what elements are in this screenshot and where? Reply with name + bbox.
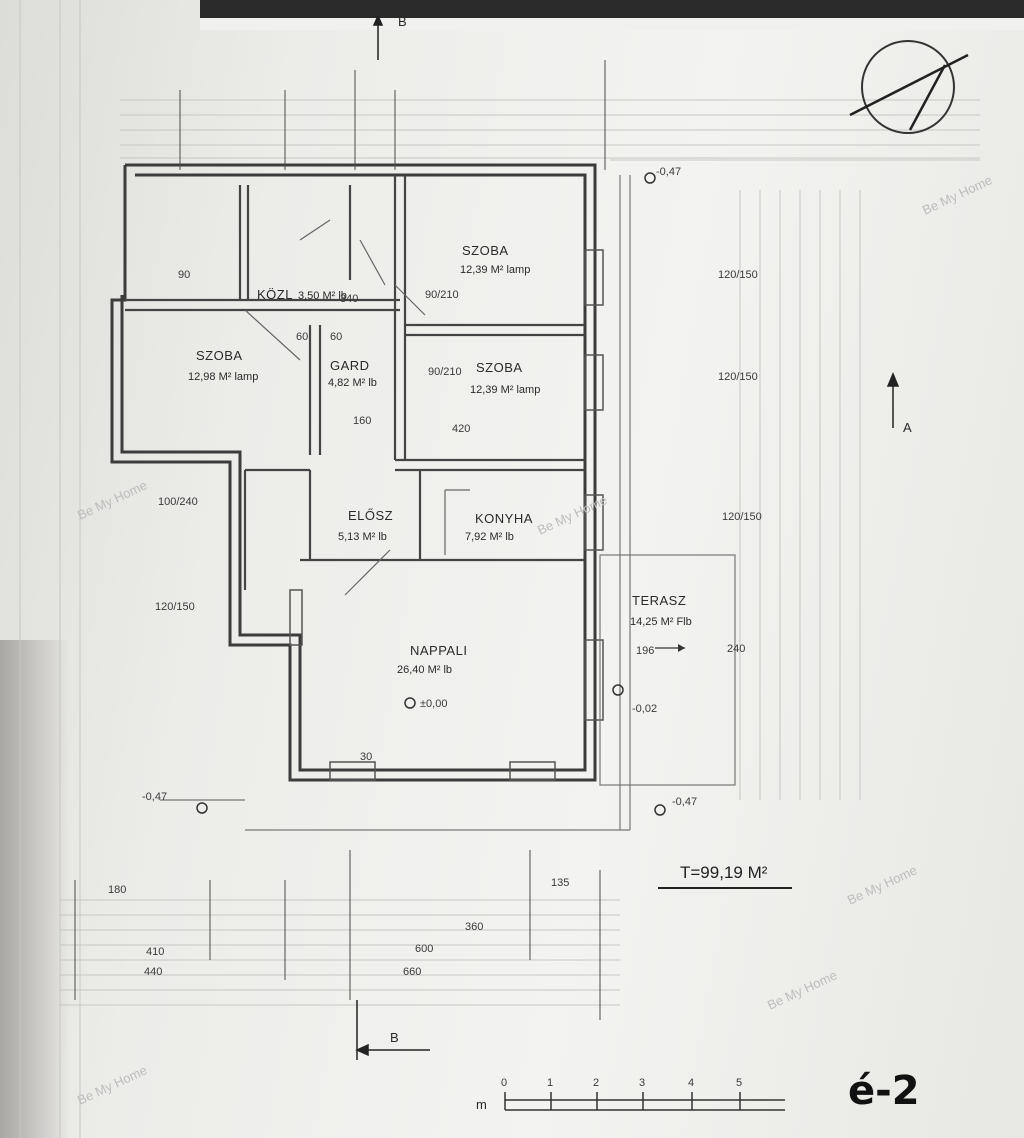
dim-label: 360 — [465, 921, 483, 933]
watermark-text: Be My Home — [920, 172, 994, 217]
room-area: 14,25 M² Flb — [630, 616, 692, 628]
dim-label: 30 — [360, 751, 372, 763]
scale-bar: m 0 1 2 3 4 5 — [476, 1077, 785, 1112]
windows — [289, 249, 604, 781]
section-arrow-icons — [355, 14, 900, 1060]
room-name: KONYHA — [475, 511, 533, 526]
room-name: ELŐSZ — [348, 508, 393, 523]
dimension-labels: 420 60 60 160 180 30 90 340 360 600 660 … — [108, 269, 745, 978]
dim-label: 440 — [144, 966, 162, 978]
dim-label: 420 — [452, 423, 470, 435]
dim-label: 660 — [403, 966, 421, 978]
dim-label: 180 — [108, 884, 126, 896]
scale-tick: 2 — [593, 1077, 599, 1089]
room-name: KÖZL — [257, 287, 293, 302]
dim-label: 340 — [340, 293, 358, 305]
dim-label: 60 — [296, 331, 308, 343]
watermark-text: Be My Home — [535, 492, 609, 537]
room-area: 7,92 M² lb — [465, 531, 514, 543]
scale-tick: 1 — [547, 1077, 553, 1089]
section-a-label: A — [903, 420, 912, 435]
dim-label: 240 — [727, 643, 745, 655]
door-swings — [244, 219, 470, 596]
room-name: SZOBA — [476, 360, 523, 375]
window-dim: 90/210 — [425, 289, 459, 301]
dim-label: 410 — [146, 946, 164, 958]
total-area: T=99,19 M² — [680, 863, 768, 882]
dim-label: 600 — [415, 943, 433, 955]
watermark-text: Be My Home — [75, 1062, 149, 1107]
section-b-label: B — [390, 1030, 399, 1045]
window-dimension-labels: 90/210 90/210 120/150 120/150 120/150 10… — [155, 269, 762, 613]
scale-tick: 3 — [639, 1077, 645, 1089]
scale-unit: m — [476, 1097, 487, 1112]
room-area: 12,98 M² lamp — [188, 371, 258, 383]
room-labels: SZOBA 12,39 M² lamp SZOBA 12,39 M² lamp … — [188, 243, 692, 676]
dim-label: 160 — [353, 415, 371, 427]
outer-walls — [110, 163, 597, 782]
room-name: SZOBA — [462, 243, 509, 258]
window-dim: 120/150 — [722, 511, 762, 523]
watermark-text: Be My Home — [75, 477, 149, 522]
sheet-id: é-2 — [848, 1068, 920, 1114]
north-arrow-icon — [849, 40, 969, 134]
room-area: 3,50 M² lb — [298, 290, 347, 302]
section-labels: A B B — [390, 14, 912, 1045]
dimension-lines — [74, 60, 606, 1020]
dim-label: 196 — [636, 645, 654, 657]
window-dim: 120/150 — [155, 601, 195, 613]
shadow-overlay — [0, 640, 70, 1138]
room-area: 12,39 M² lamp — [470, 384, 540, 396]
section-b-label: B — [398, 14, 407, 29]
slope-arrow-icon — [655, 644, 685, 652]
level-outside: -0,47 — [672, 796, 697, 808]
top-edge-paper — [200, 18, 1024, 30]
paper-guidelines — [19, 0, 980, 1138]
dim-label: 90 — [178, 269, 190, 281]
window-dim: 120/150 — [718, 371, 758, 383]
terrace-outline — [160, 175, 736, 831]
room-area: 5,13 M² lb — [338, 531, 387, 543]
level-floor: ±0,00 — [420, 698, 447, 710]
window-dim: 90/210 — [428, 366, 462, 378]
dim-label: 60 — [330, 331, 342, 343]
room-area: 12,39 M² lamp — [460, 264, 530, 276]
level-outside: -0,47 — [656, 166, 681, 178]
interior-walls — [125, 175, 585, 590]
dim-label: 135 — [551, 877, 569, 889]
room-area: 4,82 M² lb — [328, 377, 377, 389]
level-marker-icons — [196, 172, 666, 816]
watermark-text: Be My Home — [845, 862, 919, 907]
window-dim: 120/150 — [718, 269, 758, 281]
level-terrace: -0,02 — [632, 703, 657, 715]
room-name: SZOBA — [196, 348, 243, 363]
watermark-text: Be My Home — [765, 967, 839, 1012]
room-name: GARD — [330, 358, 370, 373]
room-name: TERASZ — [632, 593, 686, 608]
watermarks: Be My Home Be My Home Be My Home Be My H… — [75, 172, 994, 1107]
room-area: 26,40 M² lb — [397, 664, 452, 676]
window-dim: 100/240 — [158, 496, 198, 508]
scale-tick: 4 — [688, 1077, 694, 1089]
scale-tick: 5 — [736, 1077, 742, 1089]
level-labels: ±0,00 -0,47 -0,47 -0,47 -0,02 — [142, 166, 697, 808]
room-name: NAPPALI — [410, 643, 467, 658]
scale-tick: 0 — [501, 1077, 507, 1089]
level-outside: -0,47 — [142, 791, 167, 803]
